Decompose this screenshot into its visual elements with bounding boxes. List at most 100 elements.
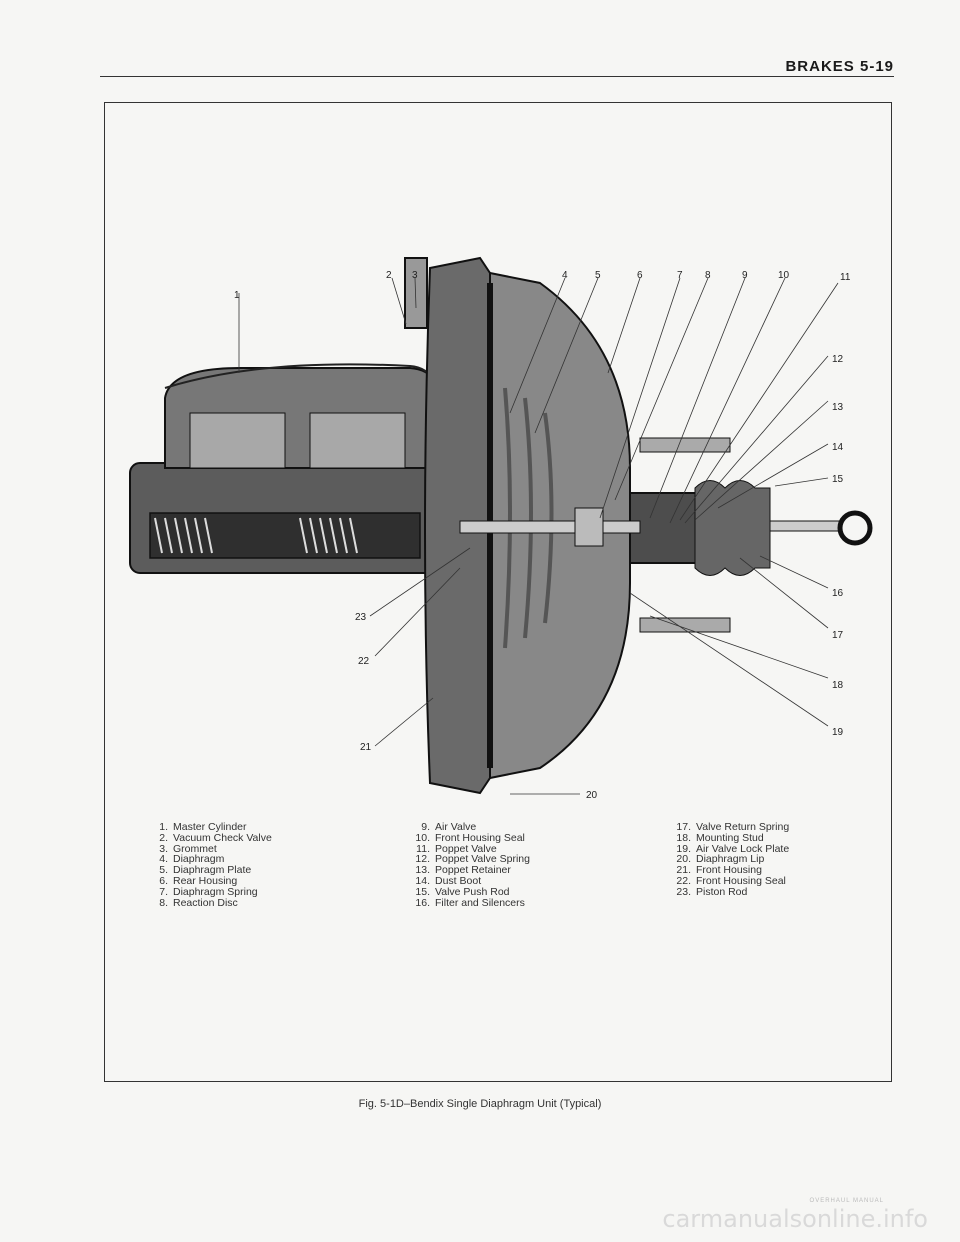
legend-item: 1. Master Cylinder xyxy=(150,822,272,833)
leader-lines xyxy=(238,277,839,795)
legend-text: Rear Housing xyxy=(173,874,238,887)
page-header-title: BRAKES 5-19 xyxy=(785,58,894,75)
callout-2: 2 xyxy=(386,270,392,281)
master-cylinder-illustration xyxy=(129,363,471,574)
legend-num: 5. xyxy=(159,864,168,877)
legend-text: Diaphragm Lip xyxy=(696,853,765,866)
legend-num: 16. xyxy=(415,896,430,909)
legend-num: 7. xyxy=(159,885,168,898)
legend-item: 12. Poppet Valve Spring xyxy=(412,854,530,865)
callout-6: 6 xyxy=(637,270,643,281)
legend-item: 9. Air Valve xyxy=(412,822,530,833)
legend-num: 14. xyxy=(415,874,430,887)
legend-item: 23. Piston Rod xyxy=(673,885,789,898)
legend-text: Front Housing xyxy=(696,864,762,877)
callout-7: 7 xyxy=(677,270,683,281)
legend-num: 20. xyxy=(676,853,691,866)
legend-num: 18. xyxy=(676,831,691,844)
legend-text: Poppet Retainer xyxy=(435,864,511,877)
callout-8: 8 xyxy=(705,270,711,281)
legend-num: 22. xyxy=(676,874,691,887)
watermark-small-text: OVERHAUL MANUAL xyxy=(809,1198,884,1204)
legend-item: 3. Grommet xyxy=(150,842,272,855)
figure-frame xyxy=(104,102,892,1082)
callout-14: 14 xyxy=(832,442,844,453)
legend-item: 16. Filter and Silencers xyxy=(412,896,530,909)
callout-labels: 1 2 3 4 5 6 7 8 9 10 11 12 13 14 15 16 1… xyxy=(234,270,851,801)
legend-item: 5. Diaphragm Plate xyxy=(150,865,272,876)
legend-text: Master Cylinder xyxy=(173,821,247,833)
legend-text: Front Housing Seal xyxy=(696,874,786,887)
legend-num: 1. xyxy=(159,821,168,833)
callout-5: 5 xyxy=(595,270,601,281)
booster-cutaway-diagram: 1 2 3 4 5 6 7 8 9 10 11 12 13 14 15 16 1… xyxy=(110,238,890,813)
header-rule xyxy=(100,76,894,77)
legend-text: Vacuum Check Valve xyxy=(173,831,272,844)
legend-text: Dust Boot xyxy=(435,874,482,887)
callout-23: 23 xyxy=(355,612,367,623)
legend-text: Diaphragm Spring xyxy=(173,885,258,898)
legend-item: 2. Vacuum Check Valve xyxy=(150,831,272,844)
legend-item: 22. Front Housing Seal xyxy=(673,876,789,887)
legend-num: 4. xyxy=(159,853,168,866)
legend-num: 6. xyxy=(159,874,168,887)
legend-text: Reaction Disc xyxy=(173,896,238,909)
legend-num: 23. xyxy=(676,885,691,898)
callout-15: 15 xyxy=(832,474,844,485)
legend-num: 12. xyxy=(415,853,430,866)
legend-item: 19. Air Valve Lock Plate xyxy=(673,842,790,855)
legend-num: 10. xyxy=(415,831,430,844)
legend-num: 2. xyxy=(159,831,168,844)
callout-17: 17 xyxy=(832,630,844,641)
callout-19: 19 xyxy=(832,727,844,738)
legend-num: 21. xyxy=(676,864,691,877)
legend-text: Diaphragm xyxy=(173,853,225,866)
callout-22: 22 xyxy=(358,656,370,667)
legend-num: 8. xyxy=(159,896,168,909)
legend-num: 17. xyxy=(676,821,691,833)
legend-num: 13. xyxy=(415,864,430,877)
callout-3: 3 xyxy=(412,270,418,281)
legend-item: 21. Front Housing xyxy=(673,865,789,876)
legend-text: Air Valve Lock Plate xyxy=(696,842,790,855)
legend-text: Valve Push Rod xyxy=(435,885,510,898)
callout-1: 1 xyxy=(234,290,240,301)
legend-text: Poppet Valve xyxy=(435,842,497,855)
legend-item: 4. Diaphragm xyxy=(150,854,272,865)
callout-18: 18 xyxy=(832,680,844,691)
legend-item: 6. Rear Housing xyxy=(150,876,272,887)
legend-item: 14. Dust Boot xyxy=(412,876,530,887)
legend-column-1: 1. Master Cylinder 2. Vacuum Check Valve 3… xyxy=(150,822,272,908)
callout-20: 20 xyxy=(586,790,598,801)
callout-21: 21 xyxy=(360,742,372,753)
legend-item: 7. Diaphragm Spring xyxy=(150,885,272,898)
legend-text: Piston Rod xyxy=(696,885,748,898)
legend-text: Diaphragm Plate xyxy=(173,864,252,877)
callout-11: 11 xyxy=(840,272,851,283)
legend-text: Mounting Stud xyxy=(696,831,764,844)
legend-item: 11. Poppet Valve xyxy=(412,842,530,855)
legend-text: Air Valve xyxy=(435,821,477,833)
callout-12: 12 xyxy=(832,354,844,365)
legend-num: 3. xyxy=(159,842,168,855)
legend-text: Valve Return Spring xyxy=(696,821,790,833)
legend-text: Filter and Silencers xyxy=(435,896,525,909)
legend-item: 8. Reaction Disc xyxy=(150,896,272,909)
legend-num: 11. xyxy=(416,842,430,855)
legend-num: 19. xyxy=(676,842,691,855)
legend-text: Poppet Valve Spring xyxy=(435,853,530,866)
legend-num: 9. xyxy=(421,821,430,833)
booster-housing-illustration xyxy=(404,256,873,795)
callout-13: 13 xyxy=(832,402,844,413)
legend-item: 20. Diaphragm Lip xyxy=(673,854,789,865)
legend-text: Grommet xyxy=(173,842,217,855)
legend-item: 15. Valve Push Rod xyxy=(412,885,530,898)
legend-num: 15. xyxy=(415,885,430,898)
legend-item: 10.Front Housing Seal xyxy=(412,831,530,844)
figure-caption: Fig. 5-1D–Bendix Single Diaphragm Unit (… xyxy=(358,1098,602,1110)
legend-item: 18. Mounting Stud xyxy=(673,831,789,844)
watermark: carmanualsonline.info xyxy=(662,1205,928,1233)
legend-column-3: 17.Valve Return Spring 18.Mounting Stud … xyxy=(673,822,789,898)
legend-item: 17. Valve Return Spring xyxy=(673,822,789,833)
callout-16: 16 xyxy=(832,588,844,599)
